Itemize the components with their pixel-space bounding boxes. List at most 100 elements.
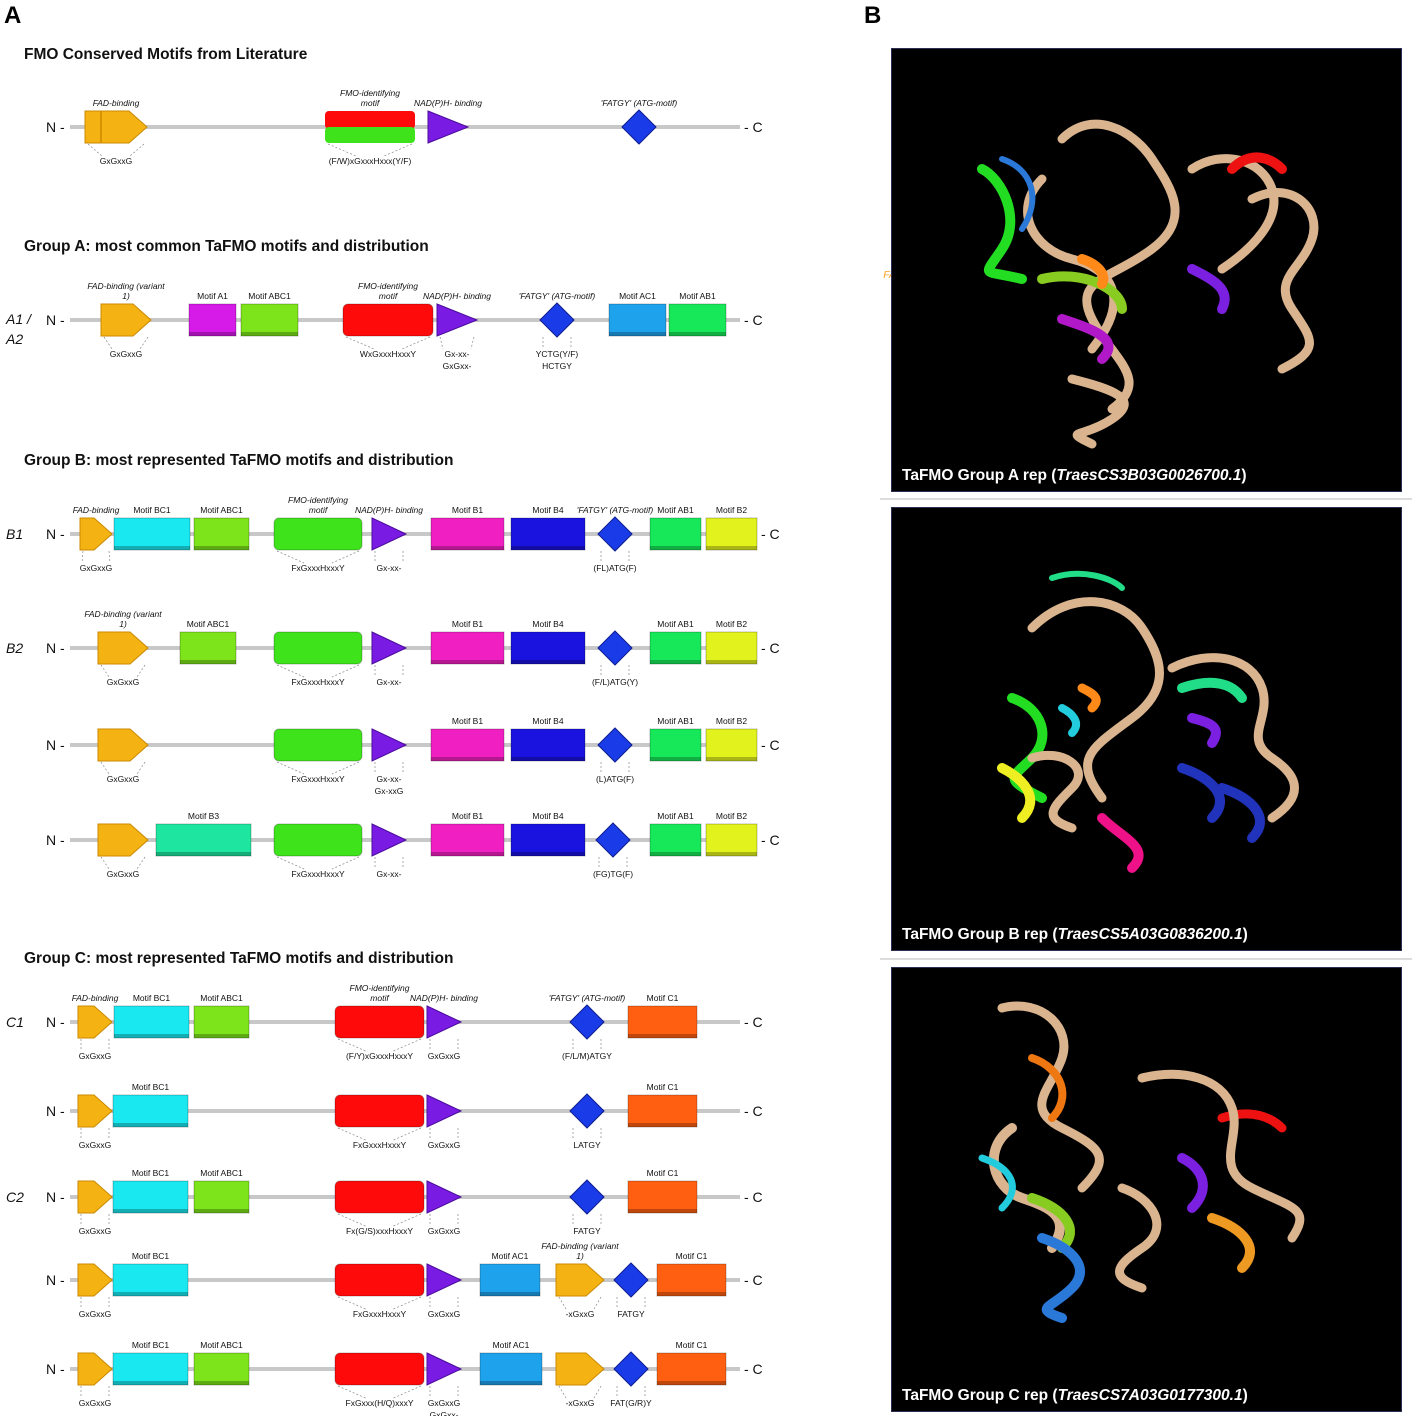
fmo-identifying-box — [334, 1094, 425, 1128]
fmo-identifying-box — [334, 1263, 425, 1297]
section-title-literature: FMO Conserved Motifs from Literature — [24, 46, 308, 63]
panel-b-letter: B — [864, 2, 882, 29]
motif-box-shadow — [194, 1209, 249, 1213]
motif-box-shadow — [511, 546, 585, 550]
protein-ribbon-group-c — [978, 1001, 1305, 1323]
seq-leader — [393, 1213, 422, 1227]
motif-caption: Motif AB1 — [679, 291, 716, 301]
seq-leader — [136, 856, 146, 870]
nadph-binding-triangle — [371, 823, 408, 857]
seq-leader — [100, 761, 110, 775]
motif-caption: NAD(P)H- binding — [414, 98, 482, 108]
motif-sequence: GxGxxG — [79, 1140, 112, 1150]
motif-caption: FMO-identifying — [358, 281, 418, 291]
seq-leader — [401, 336, 431, 350]
motif-box-shadow — [628, 1034, 697, 1038]
motif-box-shadow — [706, 546, 757, 550]
motif-caption: Motif BC1 — [132, 1340, 170, 1350]
seq-leader — [331, 664, 360, 678]
seq-leader — [383, 143, 413, 157]
motif-box-shadow — [156, 852, 251, 856]
nadph-binding-triangle — [426, 1005, 463, 1039]
nadph-binding-triangle — [426, 1263, 463, 1297]
fmo-motif-top — [325, 111, 415, 129]
motif-caption: Motif ABC1 — [200, 505, 243, 515]
fmo-motif-bottom — [325, 127, 415, 143]
fatgy-diamond — [569, 1004, 605, 1040]
motif-box-shadow — [706, 757, 757, 761]
c-terminus-label: - C — [744, 1014, 763, 1030]
fad-binding-pentagon — [555, 1352, 605, 1386]
motif-box — [510, 728, 586, 762]
motif-box-shadow — [114, 546, 190, 550]
seq-leader — [139, 336, 149, 350]
seq-leader — [439, 336, 444, 350]
motif-caption: Motif BC1 — [133, 993, 171, 1003]
motif-sequence: (FG)TG(F) — [593, 869, 633, 879]
fad-binding-pentagon — [97, 728, 149, 762]
fatgy-diamond — [613, 1262, 649, 1298]
seq-leader — [100, 856, 110, 870]
seq-leader — [81, 550, 84, 564]
motif-sequence: HCTGY — [542, 361, 572, 371]
separator-line — [880, 498, 1412, 500]
fmo-identifying-box — [342, 303, 434, 337]
seq-leader — [393, 1296, 422, 1310]
seq-leader — [327, 143, 357, 157]
fatgy-diamond — [569, 1093, 605, 1129]
motif-box — [705, 728, 758, 762]
motif-caption: 'FATGY' (ATG-motif) — [601, 98, 678, 108]
motif-caption: Motif B4 — [532, 811, 563, 821]
seq-leader — [337, 1296, 366, 1310]
motif-caption: Motif B1 — [452, 505, 483, 515]
motif-box-shadow — [650, 660, 701, 664]
seq-leader — [337, 1127, 366, 1141]
motif-caption: Motif BC1 — [132, 1082, 170, 1092]
fatgy-diamond — [569, 1179, 605, 1215]
seq-leader — [393, 1127, 422, 1141]
motif-caption: Motif C1 — [647, 993, 679, 1003]
fatgy-diamond — [597, 727, 633, 763]
motif-box — [430, 728, 505, 762]
motif-sequence: (FL)ATG(F) — [593, 563, 636, 573]
motif-box-shadow — [706, 852, 757, 856]
section-title-group-b: Group B: most represented TaFMO motifs a… — [24, 452, 454, 469]
motif-box-shadow — [657, 1292, 726, 1296]
motif-box-shadow — [194, 546, 249, 550]
fad-binding-pentagon — [77, 1180, 113, 1214]
seq-leader — [337, 1038, 366, 1052]
n-terminus-label: N - — [46, 832, 65, 848]
motif-box-shadow — [113, 1123, 188, 1127]
seq-leader — [276, 856, 305, 870]
motif-box — [627, 1094, 698, 1128]
seq-leader — [276, 761, 305, 775]
motif-box — [112, 1180, 189, 1214]
motif-box-shadow — [609, 332, 666, 336]
motif-box — [155, 823, 252, 857]
motif-sequence: Gx-xxG — [375, 786, 404, 796]
c-terminus-label: - C — [744, 1272, 763, 1288]
seq-leader — [108, 550, 111, 564]
motif-sequence: GxGxxG — [107, 677, 140, 687]
n-terminus-label: N - — [46, 1361, 65, 1377]
motif-box — [112, 1263, 189, 1297]
motif-sequence: GxGxxG — [79, 1398, 112, 1408]
motif-caption: FMO-identifying — [288, 495, 348, 505]
motif-caption: Motif B2 — [716, 505, 747, 515]
motif-sequence: GxGxx- — [443, 361, 472, 371]
n-terminus-label: N - — [46, 312, 65, 328]
motif-caption: Motif B3 — [188, 811, 219, 821]
motif-box-shadow — [113, 1292, 188, 1296]
motif-caption: motif — [361, 98, 381, 108]
motif-sequence: FxGxxxHxxxY — [291, 869, 345, 879]
motif-sequence: GxGxxG — [428, 1140, 461, 1150]
nadph-binding-triangle — [371, 517, 408, 551]
nadph-binding-triangle — [436, 303, 479, 337]
motif-caption: 'FATGY' (ATG-motif) — [577, 505, 654, 515]
n-terminus-label: N - — [46, 1103, 65, 1119]
motif-sequence: GxGxxG — [428, 1398, 461, 1408]
c-terminus-label: - C — [744, 1361, 763, 1377]
motif-box-shadow — [194, 1034, 249, 1038]
motif-sequence: FxGxxxHxxxY — [291, 677, 345, 687]
c-terminus-label: - C — [744, 1103, 763, 1119]
